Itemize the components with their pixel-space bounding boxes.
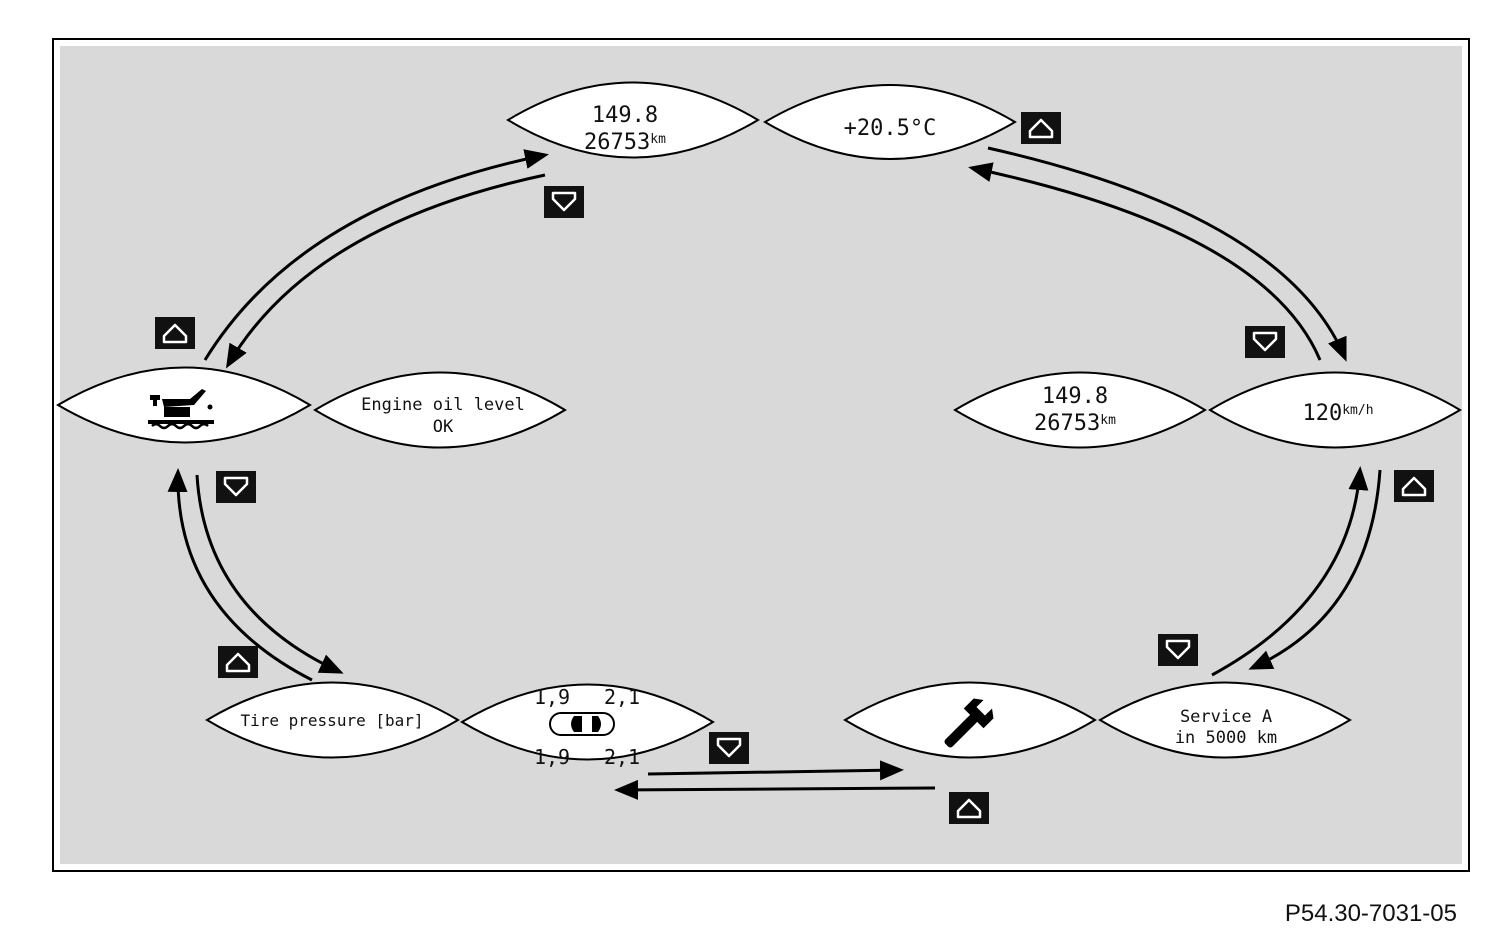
arrow-speed-to-service [1248,469,1382,670]
tire-front-right: 2,1 [604,685,640,709]
tire-rear-right: 2,1 [604,745,640,769]
wrench-icon [944,698,994,748]
figure-reference-code: P54.30-7031-05 [1284,900,1457,927]
screen-service-text: Service A in 5000 km [1098,681,1352,759]
arrow-temp-to-speed [987,146,1347,362]
arrow-up-button-icon[interactable] [216,644,260,680]
screen-temperature: +20.5°C [763,84,1017,160]
arrow-oil-to-trip [203,149,549,361]
oil-level-label: Engine oil level [361,395,525,415]
screen-tire-label: Tire pressure [bar] [205,681,460,759]
arrow-down-button-icon[interactable] [214,469,258,505]
arrow-down-button-icon[interactable] [1243,324,1287,360]
arrow-trip-to-oil [225,173,546,369]
arrow-up-button-icon[interactable] [1019,110,1063,146]
oil-can-icon [148,389,214,430]
tire-pressure-label: Tire pressure [bar] [240,711,423,730]
arrow-service-to-tire [614,779,936,800]
arrow-down-button-icon[interactable] [707,730,751,766]
navigation-arrows [167,146,1382,800]
arrow-down-button-icon[interactable] [1156,632,1200,668]
trip-top-odometer: 26753km [584,130,666,155]
tire-front-left: 1,9 [534,685,570,709]
service-distance: in 5000 km [1175,728,1277,748]
arrow-service-to-speed [1211,466,1369,677]
arrow-down-button-icon[interactable] [542,184,586,220]
screen-speed: 120km/h [1208,371,1462,449]
screen-tire-values: 1,9 2,1 1,9 2,1 [460,683,715,769]
screen-oil-icon [56,366,312,444]
arrow-up-button-icon[interactable] [1392,468,1436,504]
service-type: Service A [1180,707,1272,727]
arrow-up-button-icon[interactable] [947,790,991,826]
speed-value: 120km/h [1302,401,1373,426]
screen-service-icon [843,681,1097,759]
screen-trip-top: 149.8 26753km [506,81,760,159]
screen-oil-level: Engine oil level OK [313,371,567,449]
trip-right-odometer: 26753km [1034,411,1116,436]
temperature-value: +20.5°C [844,116,937,141]
arrow-oil-to-tire [195,474,344,674]
trip-right-distance: 149.8 [1042,384,1108,409]
arrow-tire-to-service [647,760,904,781]
car-top-view-icon [549,712,615,736]
arrow-tire-to-oil [167,468,313,682]
tire-rear-left: 1,9 [534,745,570,769]
oil-level-status: OK [433,417,454,437]
arrow-speed-to-temp [968,162,1322,361]
trip-top-distance: 149.8 [592,103,658,128]
arrow-up-button-icon[interactable] [153,315,197,351]
screen-trip-right: 149.8 26753km [953,371,1207,449]
